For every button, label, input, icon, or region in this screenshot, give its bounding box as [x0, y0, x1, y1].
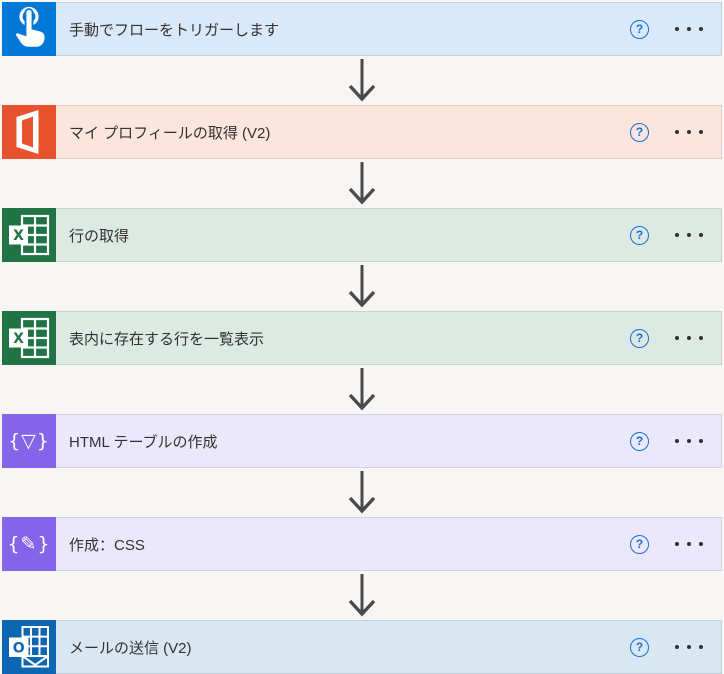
braces-funnel-glyph: {▽} [8, 429, 50, 452]
step-card-manual-trigger[interactable]: 手動でフローをトリガーします ? [2, 2, 722, 56]
step-controls: ? [630, 637, 705, 657]
connector-gap [2, 365, 722, 414]
ellipsis-menu-icon[interactable] [673, 433, 705, 449]
ellipsis-menu-icon[interactable] [673, 124, 705, 140]
connector-gap [2, 56, 722, 105]
step-card-get-my-profile[interactable]: マイ プロフィールの取得 (V2) ? [2, 105, 722, 159]
step-header: HTML テーブルの作成 ? [56, 415, 721, 467]
ellipsis-menu-icon[interactable] [673, 330, 705, 346]
step-title: メールの送信 (V2) [69, 639, 192, 657]
step-header: 行の取得 ? [56, 209, 721, 261]
step-controls: ? [630, 534, 705, 554]
ellipsis-menu-icon[interactable] [673, 536, 705, 552]
arrow-down-icon [348, 470, 376, 514]
braces-pencil-icon: {✎} [2, 517, 56, 571]
step-card-create-html-table[interactable]: {▽} HTML テーブルの作成 ? [2, 414, 722, 468]
help-icon[interactable]: ? [630, 122, 649, 142]
arrow-down-icon [348, 573, 376, 617]
excel-icon: X [2, 311, 56, 365]
help-icon[interactable]: ? [630, 534, 649, 554]
step-title: マイ プロフィールの取得 (V2) [69, 124, 271, 142]
arrow-down-icon [348, 264, 376, 308]
arrow-down-icon [348, 161, 376, 205]
step-title: 行の取得 [69, 227, 130, 245]
step-title: HTML テーブルの作成 [69, 433, 218, 451]
svg-text:X: X [13, 331, 24, 347]
braces-pencil-glyph: {✎} [7, 532, 51, 555]
ellipsis-menu-icon[interactable] [673, 227, 705, 243]
step-controls: ? [630, 225, 705, 245]
step-card-send-email[interactable]: O メールの送信 (V2) ? [2, 620, 722, 674]
help-icon[interactable]: ? [630, 431, 649, 451]
help-icon[interactable]: ? [630, 225, 649, 245]
ellipsis-menu-icon[interactable] [673, 639, 705, 655]
step-controls: ? [630, 431, 705, 451]
connector-gap [2, 468, 722, 517]
excel-icon: X [2, 208, 56, 262]
manual-trigger-touch-icon [2, 2, 56, 56]
step-controls: ? [630, 328, 705, 348]
step-header: 手動でフローをトリガーします ? [56, 3, 721, 55]
svg-text:O: O [13, 641, 25, 657]
help-icon[interactable]: ? [630, 328, 649, 348]
step-header: 作成：CSS ? [56, 518, 721, 570]
svg-text:X: X [13, 228, 24, 244]
arrow-down-icon [348, 367, 376, 411]
help-icon[interactable]: ? [630, 637, 649, 657]
step-title: 表内に存在する行を一覧表示 [69, 330, 265, 348]
step-card-get-row[interactable]: X 行の取得 ? [2, 208, 722, 262]
office-365-logo-icon [2, 105, 56, 159]
step-card-list-rows[interactable]: X 表内に存在する行を一覧表示 ? [2, 311, 722, 365]
connector-gap [2, 159, 722, 208]
step-controls: ? [630, 122, 705, 142]
connector-gap [2, 262, 722, 311]
ellipsis-menu-icon[interactable] [673, 21, 705, 37]
step-controls: ? [630, 19, 705, 39]
step-card-compose-css[interactable]: {✎} 作成：CSS ? [2, 517, 722, 571]
step-header: マイ プロフィールの取得 (V2) ? [56, 106, 721, 158]
step-title: 手動でフローをトリガーします [69, 21, 280, 39]
connector-gap [2, 571, 722, 620]
step-header: メールの送信 (V2) ? [56, 621, 721, 673]
help-icon[interactable]: ? [630, 19, 649, 39]
arrow-down-icon [348, 58, 376, 102]
step-header: 表内に存在する行を一覧表示 ? [56, 312, 721, 364]
braces-funnel-icon: {▽} [2, 414, 56, 468]
outlook-icon: O [2, 620, 56, 674]
step-title: 作成：CSS [69, 536, 145, 554]
